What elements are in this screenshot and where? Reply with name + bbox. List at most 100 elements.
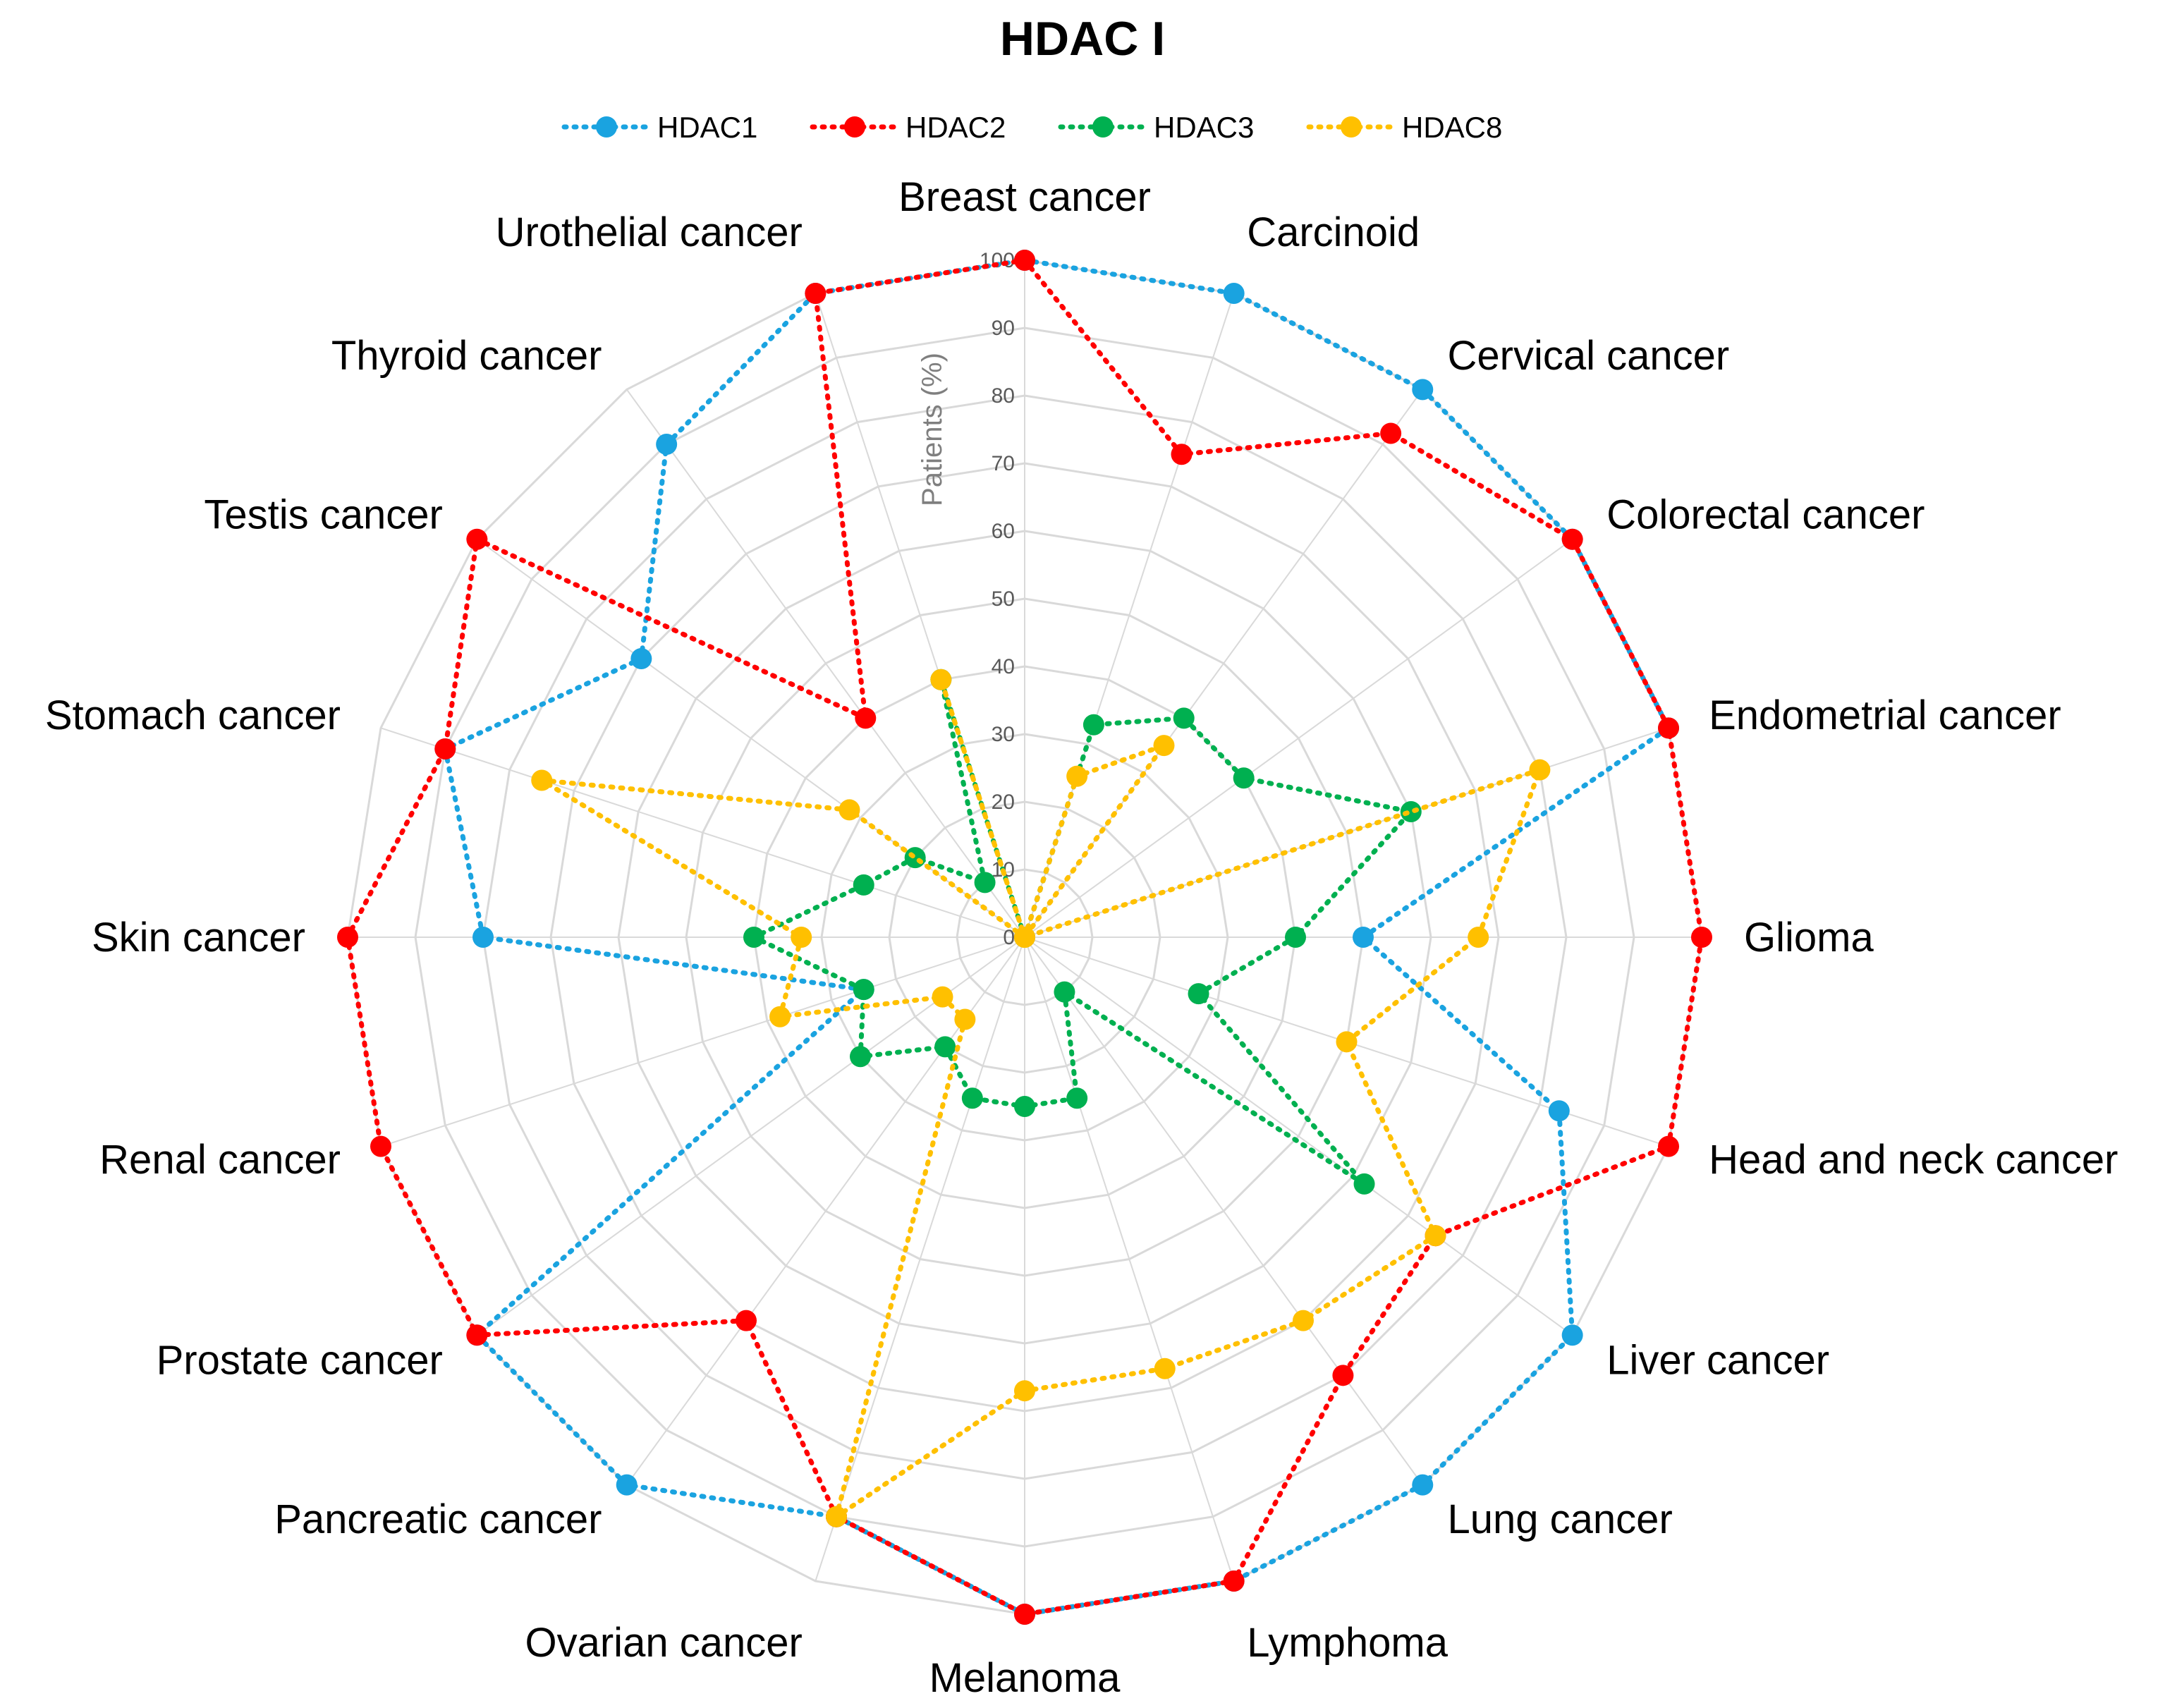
grid-spoke xyxy=(626,389,1025,938)
category-label: Lung cancer xyxy=(1448,1496,1673,1542)
legend-marker xyxy=(844,116,865,138)
legend-item-hdac1: HDAC1 xyxy=(561,111,757,144)
data-point xyxy=(932,986,953,1008)
legend-item-hdac3: HDAC3 xyxy=(1058,111,1254,144)
data-point xyxy=(1691,927,1712,948)
tick-label: 0 xyxy=(1003,926,1015,949)
data-point xyxy=(1285,927,1306,948)
data-point xyxy=(616,1474,638,1496)
data-point xyxy=(1561,528,1583,550)
category-label: Pancreatic cancer xyxy=(274,1496,602,1542)
data-point xyxy=(1292,1310,1314,1331)
data-point xyxy=(1529,759,1551,781)
grid-spoke xyxy=(1024,937,1424,1486)
category-label: Endometrial cancer xyxy=(1709,693,2061,738)
data-point xyxy=(736,1310,757,1331)
data-point xyxy=(1353,1173,1375,1195)
category-label: Lymphoma xyxy=(1247,1620,1449,1666)
tick-label: 60 xyxy=(992,520,1015,543)
category-label: Thyroid cancer xyxy=(331,333,602,379)
data-point xyxy=(1223,1570,1245,1592)
category-label: Head and neck cancer xyxy=(1709,1137,2118,1183)
data-point xyxy=(961,1087,983,1109)
data-point xyxy=(853,979,874,1001)
tick-label: 40 xyxy=(992,655,1015,678)
category-label: Glioma xyxy=(1744,915,1874,960)
data-point xyxy=(1658,717,1680,739)
legend-label: HDAC3 xyxy=(1154,111,1254,144)
category-label: Ovarian cancer xyxy=(525,1620,803,1666)
data-point xyxy=(826,1506,848,1527)
data-point xyxy=(1380,422,1402,444)
grid-spoke xyxy=(1024,937,1235,1582)
data-point xyxy=(1066,765,1088,787)
category-label: Urothelial cancer xyxy=(496,209,803,255)
data-point xyxy=(1173,707,1195,729)
data-point xyxy=(1233,767,1255,789)
data-point xyxy=(434,738,456,760)
grid-spoke xyxy=(626,937,1025,1486)
series-layer xyxy=(337,250,1712,1625)
data-point xyxy=(1353,927,1374,948)
legend-item-hdac8: HDAC8 xyxy=(1306,111,1502,144)
data-point xyxy=(466,1324,488,1346)
legend-label: HDAC8 xyxy=(1402,111,1502,144)
data-point xyxy=(805,282,827,304)
data-point xyxy=(1014,927,1035,948)
data-point xyxy=(531,769,553,791)
legend-marker xyxy=(1341,116,1362,138)
data-point xyxy=(1054,981,1075,1003)
data-point xyxy=(630,648,652,670)
data-point xyxy=(1153,735,1175,757)
series-line xyxy=(345,257,1704,1617)
data-point xyxy=(1223,282,1245,304)
data-point xyxy=(934,1036,956,1058)
series-hdac8 xyxy=(531,669,1551,1527)
data-point xyxy=(1014,1380,1035,1402)
chart-title: HDAC I xyxy=(1000,12,1165,66)
data-point xyxy=(337,927,358,948)
grid-spoke xyxy=(815,937,1025,1582)
legend-marker xyxy=(596,116,617,138)
data-point xyxy=(1066,1087,1088,1109)
data-point xyxy=(791,927,812,948)
data-point xyxy=(1336,1031,1358,1053)
data-point xyxy=(1014,250,1035,271)
data-point xyxy=(1468,927,1489,948)
tick-label: 90 xyxy=(992,317,1015,340)
data-point xyxy=(1425,1225,1446,1247)
data-point xyxy=(954,1008,976,1030)
radial-axis-title: Patients (%) xyxy=(917,353,948,506)
tick-label: 70 xyxy=(992,452,1015,475)
data-point xyxy=(1412,379,1434,401)
data-point xyxy=(1082,714,1104,736)
tick-label: 80 xyxy=(992,384,1015,408)
data-point xyxy=(472,927,494,948)
grid-spoke xyxy=(1024,538,1573,938)
category-label: Renal cancer xyxy=(99,1137,341,1183)
data-point xyxy=(974,872,996,893)
data-point xyxy=(769,1006,791,1027)
data-point xyxy=(1400,801,1422,823)
data-point xyxy=(855,707,877,729)
tick-label: 30 xyxy=(992,723,1015,746)
data-point xyxy=(1188,983,1209,1005)
category-label: Prostate cancer xyxy=(157,1338,443,1384)
data-point xyxy=(853,874,874,896)
data-point xyxy=(370,1135,391,1157)
data-point xyxy=(850,1046,872,1068)
data-point xyxy=(466,528,488,550)
grid-spoke xyxy=(1024,937,1573,1336)
data-point xyxy=(1561,1324,1583,1346)
legend-item-hdac2: HDAC2 xyxy=(810,111,1006,144)
data-point xyxy=(1014,1096,1035,1117)
data-point xyxy=(1548,1100,1570,1122)
data-point xyxy=(838,799,860,821)
category-label: Breast cancer xyxy=(898,174,1151,220)
category-label: Liver cancer xyxy=(1606,1338,1829,1384)
data-point xyxy=(1154,1358,1176,1379)
grid-spoke xyxy=(380,727,1025,938)
category-label: Carcinoid xyxy=(1247,209,1420,255)
